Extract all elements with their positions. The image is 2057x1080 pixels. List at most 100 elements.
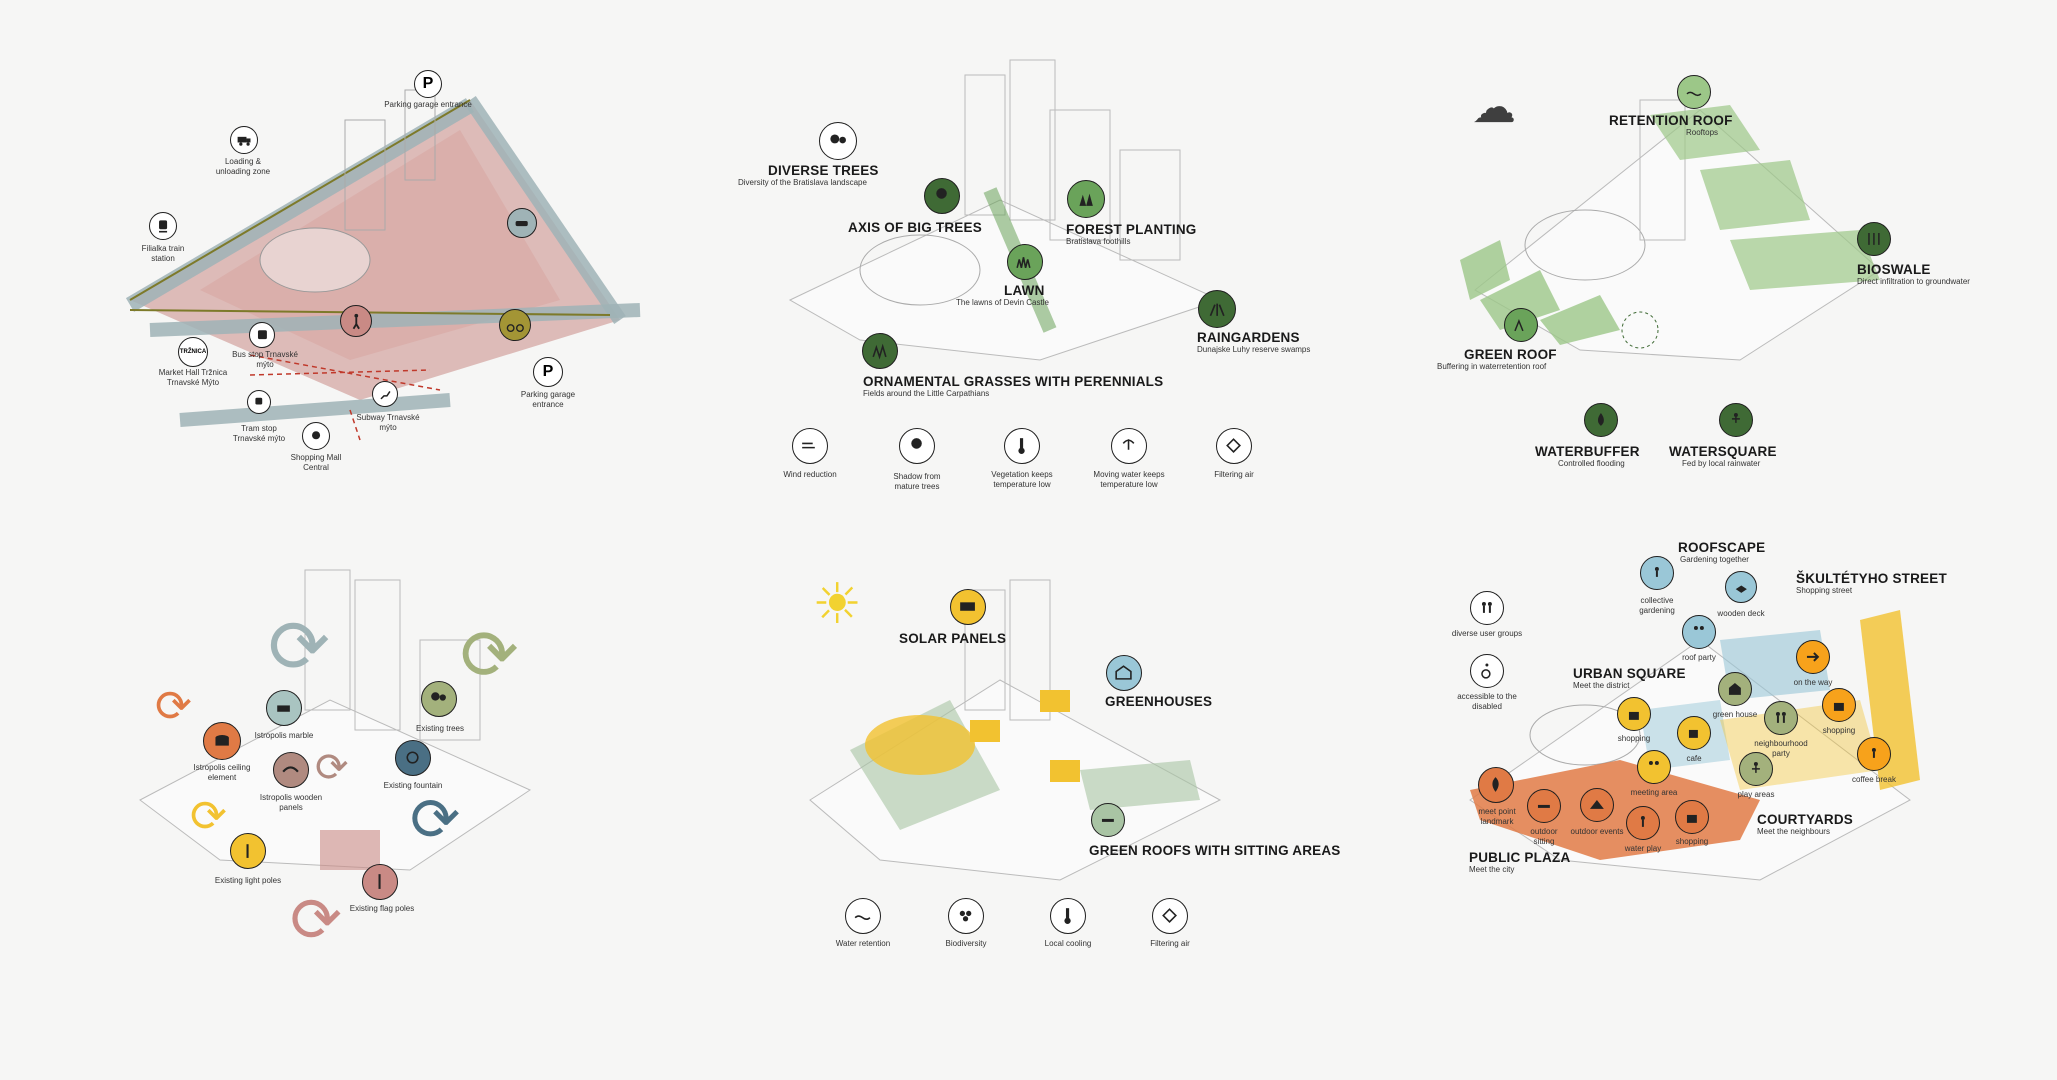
loading-label: Loading & unloading zone [215,157,271,176]
play-label: play areas [1737,790,1775,799]
subway-label: Subway Trnavské mýto [356,413,420,432]
lawn-sub: The lawns of Devin Castle [956,298,1049,307]
grasses-sub: Fields around the Little Carpathians [863,389,990,398]
existing-trees-label: Existing trees [415,724,465,733]
benefit-retention: Water retention [835,939,891,948]
outdoor-events-label: outdoor events [1570,827,1624,836]
benefit-shadow: Shadow from mature trees [893,472,941,491]
coffee-icon [1857,737,1891,771]
shopping-icon [1617,697,1651,731]
recycle-arrows-icon: ⟳ [410,786,461,853]
shopping-label: shopping [1675,837,1709,846]
gardening-icon [1640,556,1674,590]
recycle-arrows-icon: ⟳ [190,792,227,841]
watersquare-icon [1719,403,1753,437]
meeting-label: meeting area [1630,788,1678,797]
energy-site-plan [809,579,1222,881]
on-the-way-icon [1796,640,1830,674]
pedestrian-icon [340,305,372,337]
mall-label: Shopping Mall Central [290,453,342,472]
waterbuffer-title: WATERBUFFER [1535,444,1640,459]
axis-trees-title: AXIS OF BIG TREES [848,220,982,235]
greenhouses-title: GREENHOUSES [1105,694,1213,709]
play-icon [1739,752,1773,786]
recycle-arrows-icon: ⟳ [315,746,349,790]
subway-icon [372,381,398,407]
collective-label: collective gardening [1639,596,1675,615]
retention-sub: Rooftops [1686,128,1719,137]
benefit-filter: Filtering air [1214,470,1254,479]
water-play-icon [1626,806,1660,840]
street-title: ŠKULTÉTYHO STREET [1796,571,1947,586]
urban-sub: Meet the district [1573,681,1630,690]
green-roof-title: GREEN ROOF [1464,347,1557,362]
wooden-panel-icon [273,752,309,788]
raingardens-sub: Dunajske Luhy reserve swamps [1197,345,1311,354]
forest-icon [1067,180,1105,218]
shopping-icon [1822,688,1856,722]
bus-icon [249,322,275,348]
light-pole-icon [230,833,266,869]
recycle-arrows-icon: ⟳ [290,886,342,955]
market-label: Market Hall Tržnica Trnavské Mýto [158,368,228,387]
train-label: Filialka train station [141,244,185,263]
roof-party-label: roof party [1682,653,1716,662]
shopping-label: shopping [1822,726,1856,735]
lawn-title: LAWN [1004,283,1045,298]
green-house-icon [1718,672,1752,706]
ceiling-icon [203,722,241,760]
shopping-icon [1675,800,1709,834]
flag-pole-icon [362,864,398,900]
parking-icon: P [414,70,442,98]
diverse-trees-title: DIVERSE TREES [768,163,879,178]
cafe-icon [1677,716,1711,750]
raingardens-icon [1198,290,1236,328]
green-roof-sub: Buffering in waterretention roof [1437,362,1547,371]
wheelchair-icon [1470,654,1504,688]
mall-icon [302,422,330,450]
marble-icon [266,690,302,726]
water-retention-icon [845,898,881,934]
bioswale-icon [1857,222,1891,256]
on-the-way-label: on the way [1793,678,1833,687]
roof-party-icon [1682,615,1716,649]
axis-trees-icon [924,178,960,214]
courtyards-sub: Meet the neighbours [1757,827,1830,836]
shopping-label: shopping [1617,734,1651,743]
bus-label: Bus stop Trnavské mýto [232,350,298,369]
rain-cloud-icon: ☁ [1472,83,1516,132]
tram-icon [247,390,271,414]
roofscape-title: ROOFSCAPE [1678,540,1766,555]
outdoor-sitting-label: outdoor sitting [1530,827,1558,846]
wind-icon [792,428,828,464]
neighbourhood-icon [1764,701,1798,735]
plaza-title: PUBLIC PLAZA [1469,850,1571,865]
existing-fountain-label: Existing fountain [383,781,443,790]
diverse-trees-sub: Diversity of the Bratislava landscape [738,178,867,187]
bioswale-sub: Direct infiltration to groundwater [1857,277,1970,286]
recycle-arrows-icon: ⟳ [460,616,519,694]
retention-roof-icon [1677,75,1711,109]
landmark-icon [1478,767,1514,803]
car-icon [507,208,537,238]
lawn-icon [1007,244,1043,280]
green-roofs-title: GREEN ROOFS WITH SITTING AREAS [1089,843,1341,858]
ceiling-label: Istropolis ceiling element [193,763,251,782]
diverse-label: diverse user groups [1451,629,1523,638]
marble-label: Istropolis marble [254,731,314,740]
tram-label: Tram stop Trnavské mýto [232,424,286,443]
existing-trees-icon [421,681,457,717]
benefit-vegetation: Vegetation keeps temperature low [991,470,1053,489]
raingardens-title: RAINGARDENS [1197,330,1300,345]
fountain-icon [1111,428,1147,464]
wooden-deck-icon [1725,571,1757,603]
plaza-sub: Meet the city [1469,865,1515,874]
retention-title: RETENTION ROOF [1609,113,1733,128]
water-play-label: water play [1624,844,1662,853]
grasses-title: ORNAMENTAL GRASSES WITH PERENNIALS [863,374,1164,389]
wooden-deck-label: wooden deck [1717,609,1765,618]
shade-tree-icon [899,428,935,464]
solar-panel-icon [950,589,986,625]
forest-sub: Bratislava foothills [1066,237,1131,246]
